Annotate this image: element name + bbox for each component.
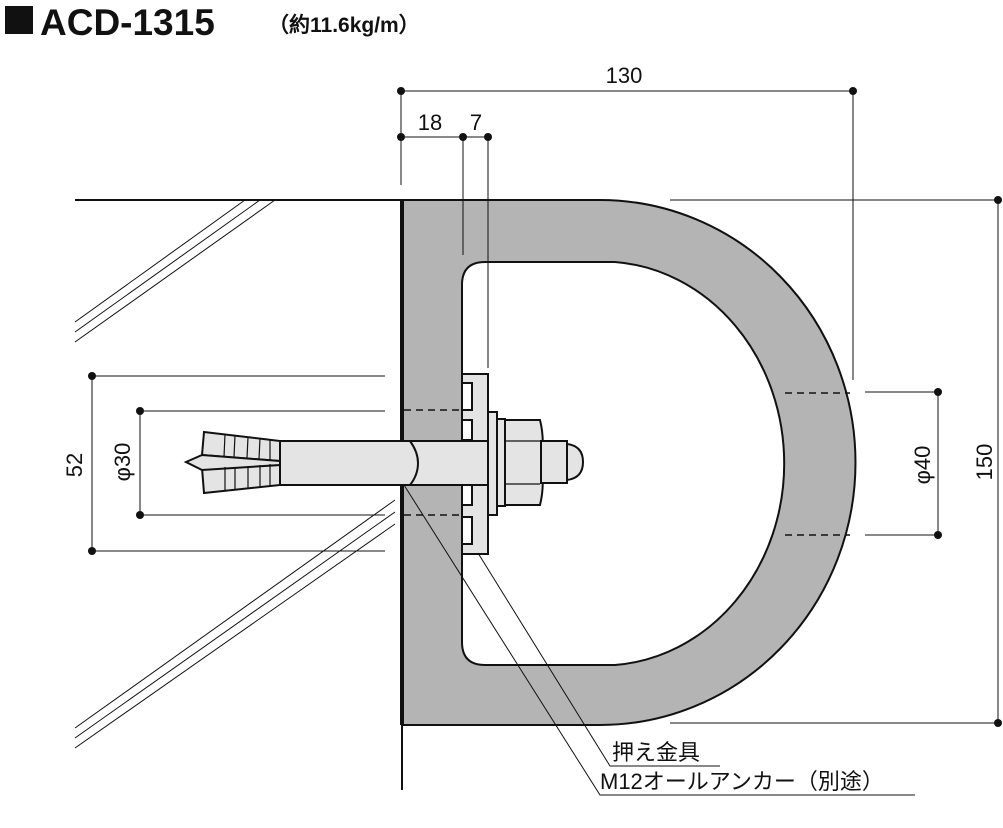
dim-height: 150 bbox=[972, 444, 997, 481]
dim-hole-spacing: 52 bbox=[62, 453, 87, 477]
wall-hatch bbox=[74, 199, 403, 790]
model-title: ACD-1315 bbox=[40, 2, 215, 43]
dim-inner-hole: φ40 bbox=[910, 446, 935, 485]
dim-bolt-hole: φ30 bbox=[110, 443, 135, 482]
title-marker bbox=[5, 6, 33, 34]
dim-total-width: 130 bbox=[606, 63, 643, 88]
dimension-lines bbox=[90, 88, 1000, 796]
anchor-bolt bbox=[183, 411, 585, 516]
fender-profile bbox=[401, 199, 857, 726]
dim-flange: 18 bbox=[418, 110, 442, 135]
anchor-callout: M12オールアンカー（別途） bbox=[600, 769, 884, 794]
dim-plate: 7 bbox=[470, 110, 482, 135]
dimension-points bbox=[88, 87, 1002, 727]
hidden-lines bbox=[404, 392, 850, 536]
plate-callout: 押え金具 bbox=[612, 740, 700, 765]
weight-label: （約11.6kg/m） bbox=[268, 13, 420, 37]
